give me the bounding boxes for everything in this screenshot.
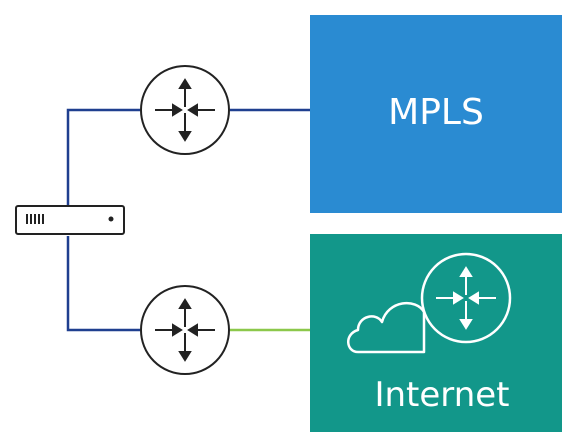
internet-block: Internet xyxy=(310,234,562,432)
mpls-block: MPLS xyxy=(310,15,562,213)
router-bottom-icon xyxy=(140,285,230,375)
device-to-bottom-router-link xyxy=(66,236,140,332)
cloud-router-icon xyxy=(420,252,512,344)
cloud-icon xyxy=(347,301,426,354)
branch-appliance-icon xyxy=(15,205,125,235)
router-top-icon xyxy=(140,65,230,155)
device-to-top-router-link xyxy=(66,108,140,206)
mpls-label: MPLS xyxy=(388,92,484,133)
internet-label: Internet xyxy=(374,375,509,415)
